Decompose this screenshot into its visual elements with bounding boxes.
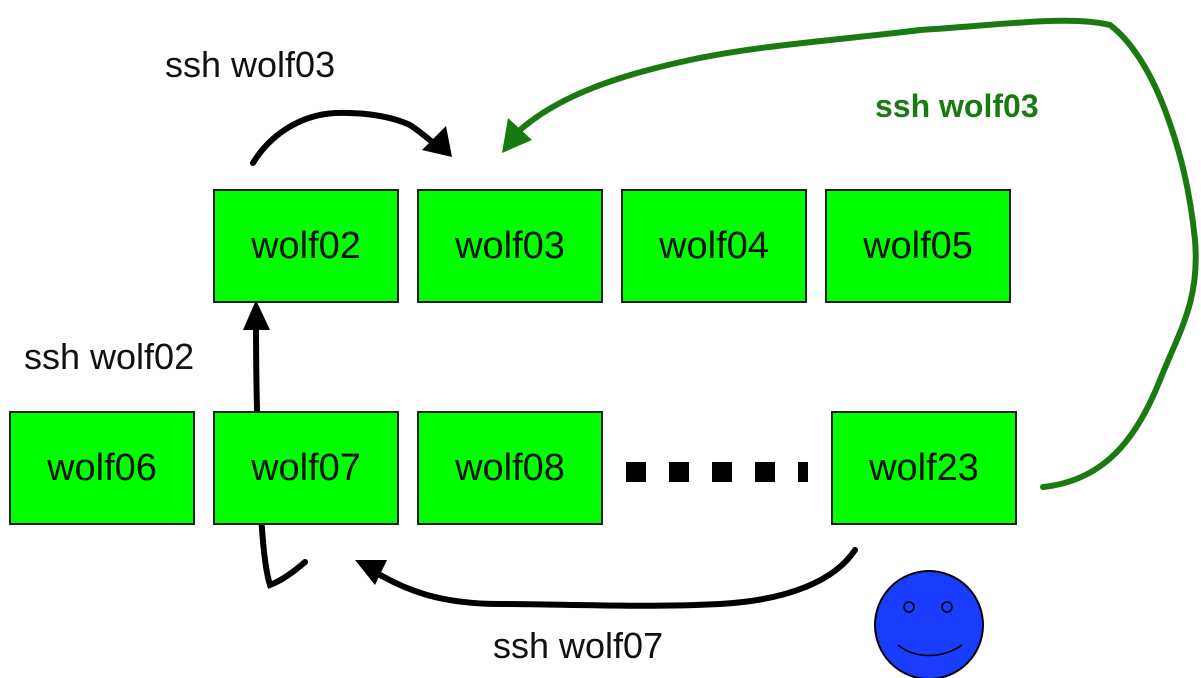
label-ssh-top: ssh wolf03 (165, 44, 336, 85)
ellipsis-dot (755, 462, 775, 482)
node-label: wolf02 (251, 224, 361, 267)
label-ssh-left: ssh wolf02 (24, 336, 195, 377)
node-wolf05: wolf05 (825, 189, 1011, 303)
arrow-wolf02-to-wolf03 (250, 109, 443, 166)
node-label: wolf04 (659, 224, 769, 267)
node-wolf04: wolf04 (621, 189, 807, 303)
arrow-bottom-head (355, 560, 387, 585)
node-wolf06: wolf06 (9, 411, 195, 525)
arrow-wolf23-to-wolf07 (372, 547, 858, 609)
arrow-green-wolf23-to-wolf03 (507, 17, 1199, 490)
ellipsis-dot (669, 462, 689, 482)
ellipsis-dot (626, 462, 646, 482)
node-label: wolf05 (863, 224, 973, 267)
smiley-face-icon (874, 570, 984, 678)
ellipsis-dot (798, 462, 808, 482)
node-label: wolf07 (251, 446, 361, 489)
node-label: wolf23 (869, 446, 979, 489)
node-wolf07: wolf07 (213, 411, 399, 525)
node-label: wolf06 (47, 446, 157, 489)
node-wolf02: wolf02 (213, 189, 399, 303)
node-wolf03: wolf03 (417, 189, 603, 303)
node-wolf08: wolf08 (417, 411, 603, 525)
arrow-green-head (502, 118, 532, 153)
label-ssh-green: ssh wolf03 (875, 88, 1039, 124)
node-wolf23: wolf23 (831, 411, 1017, 525)
node-label: wolf08 (455, 446, 565, 489)
arrow-top-head (422, 126, 452, 157)
node-label: wolf03 (455, 224, 565, 267)
arrow-left-head (243, 300, 270, 330)
label-ssh-bottom: ssh wolf07 (493, 625, 664, 666)
ellipsis-dot (712, 462, 732, 482)
